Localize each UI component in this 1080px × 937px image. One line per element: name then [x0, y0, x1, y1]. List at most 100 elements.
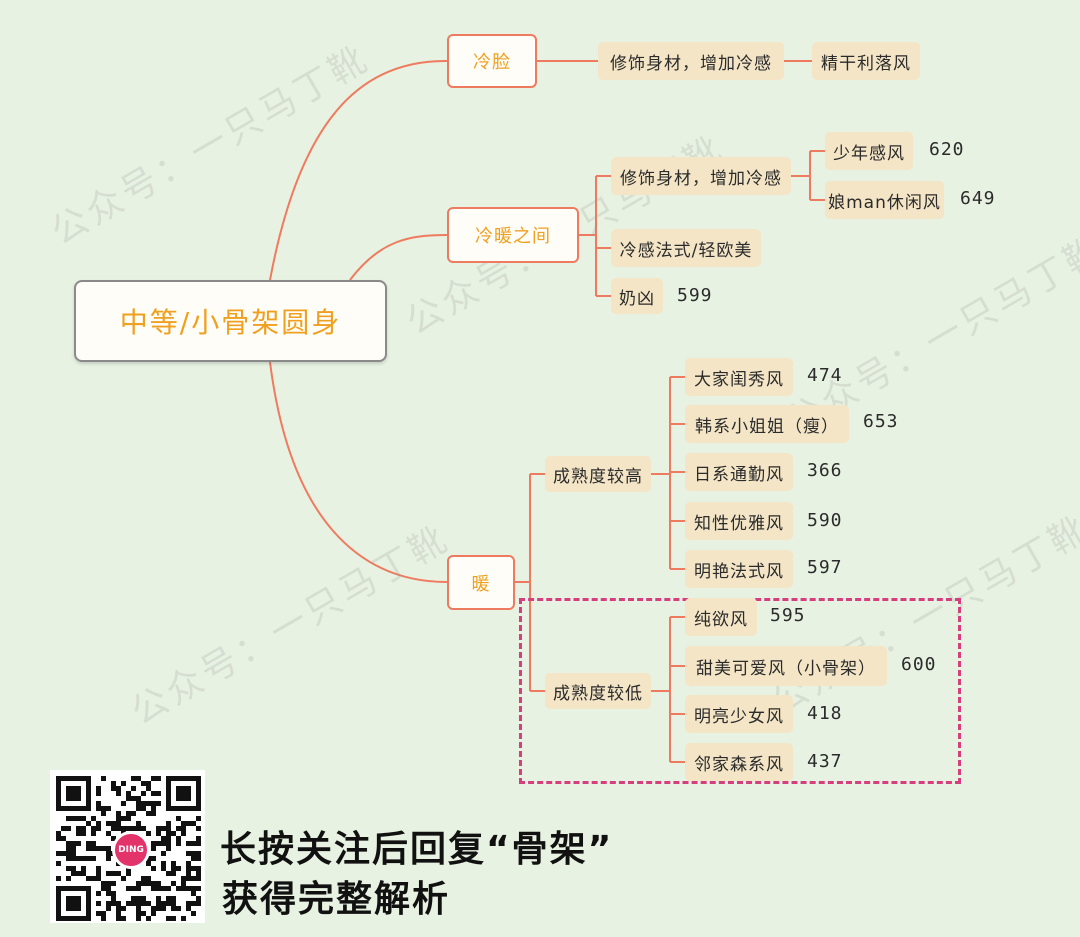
qr-module [191, 876, 196, 881]
root-node: 中等/小骨架圆身 [74, 280, 387, 362]
qr-module [156, 906, 161, 911]
leaf-japanese: 日系通勤风 [685, 453, 793, 491]
qr-module [86, 876, 91, 881]
qr-module [196, 841, 201, 846]
qr-module [156, 901, 161, 906]
qr-module [191, 841, 196, 846]
qr-module [146, 861, 151, 866]
qr-module [66, 846, 71, 851]
qr-module [181, 821, 186, 826]
qr-module [186, 871, 191, 876]
qr-module [136, 796, 141, 801]
qr-module [96, 821, 101, 826]
qr-module [111, 826, 116, 831]
qr-module [76, 871, 81, 876]
qr-module [96, 911, 101, 916]
qr-module [116, 906, 121, 911]
leaf-bright-girl: 明亮少女风 [685, 695, 793, 733]
score-pure: 595 [770, 605, 806, 626]
qr-module [81, 826, 86, 831]
qr-module [136, 906, 141, 911]
qr-module [116, 816, 121, 821]
qr-module [166, 896, 171, 901]
qr-module [71, 866, 76, 871]
qr-module [131, 811, 136, 816]
qr-module [146, 901, 151, 906]
qr-module [61, 836, 66, 841]
qr-module [136, 901, 141, 906]
qr-module [156, 881, 161, 886]
qr-module [96, 876, 101, 881]
qr-module [106, 846, 111, 851]
qr-module [196, 876, 201, 881]
score-lady: 474 [807, 365, 843, 386]
score-french-bright: 597 [807, 557, 843, 578]
qr-module [161, 906, 166, 911]
qr-module [171, 866, 176, 871]
qr-module [146, 781, 151, 786]
score-forest: 437 [807, 751, 843, 772]
qr-module [76, 831, 81, 836]
qr-module [101, 846, 106, 851]
footer-line-2: 获得完整解析 [222, 879, 451, 920]
qr-module [116, 786, 121, 791]
qr-module [101, 811, 106, 816]
qr-module [91, 831, 96, 836]
qr-module [81, 816, 86, 821]
qr-module [91, 816, 96, 821]
qr-module [76, 826, 81, 831]
qr-module [166, 821, 171, 826]
qr-module [106, 871, 111, 876]
qr-module [91, 876, 96, 881]
qr-module [161, 886, 166, 891]
qr-module [186, 866, 191, 871]
qr-module [81, 871, 86, 876]
qr-module [101, 916, 106, 921]
qr-module [136, 881, 141, 886]
leaf-french-bright: 明艳法式风 [685, 550, 793, 588]
qr-module [196, 826, 201, 831]
qr-module [181, 881, 186, 886]
qr-module [131, 796, 136, 801]
qr-module [151, 811, 156, 816]
leaf-lady: 大家闺秀风 [685, 358, 793, 396]
qr-module [116, 911, 121, 916]
qr-module [186, 901, 191, 906]
connector-line [269, 361, 448, 583]
qr-module [136, 886, 141, 891]
qr-module [166, 831, 171, 836]
qr-module [71, 871, 76, 876]
qr-module [131, 901, 136, 906]
leaf-pure: 纯欲风 [685, 598, 757, 636]
qr-module [56, 836, 61, 841]
qr-module [136, 916, 141, 921]
qr-module [96, 866, 101, 871]
qr-module [191, 866, 196, 871]
qr-module [146, 801, 151, 806]
qr-module [106, 886, 111, 891]
score-tomboy: 649 [960, 188, 996, 209]
qr-code[interactable]: DING [50, 770, 205, 923]
qr-module [196, 896, 201, 901]
qr-module [111, 896, 116, 901]
qr-module [141, 806, 146, 811]
qr-module [191, 851, 196, 856]
qr-module [126, 816, 131, 821]
qr-module [191, 911, 196, 916]
qr-module [116, 826, 121, 831]
qr-module [196, 866, 201, 871]
qr-module [191, 886, 196, 891]
qr-module [136, 776, 141, 781]
qr-module [136, 821, 141, 826]
qr-module [76, 816, 81, 821]
qr-module [186, 861, 191, 866]
qr-module [196, 836, 201, 841]
qr-module [61, 851, 66, 856]
qr-module [106, 831, 111, 836]
qr-module [111, 901, 116, 906]
node-sharp-style: 精干利落风 [812, 42, 920, 80]
qr-module [96, 806, 101, 811]
qr-module [91, 846, 96, 851]
qr-module [136, 806, 141, 811]
